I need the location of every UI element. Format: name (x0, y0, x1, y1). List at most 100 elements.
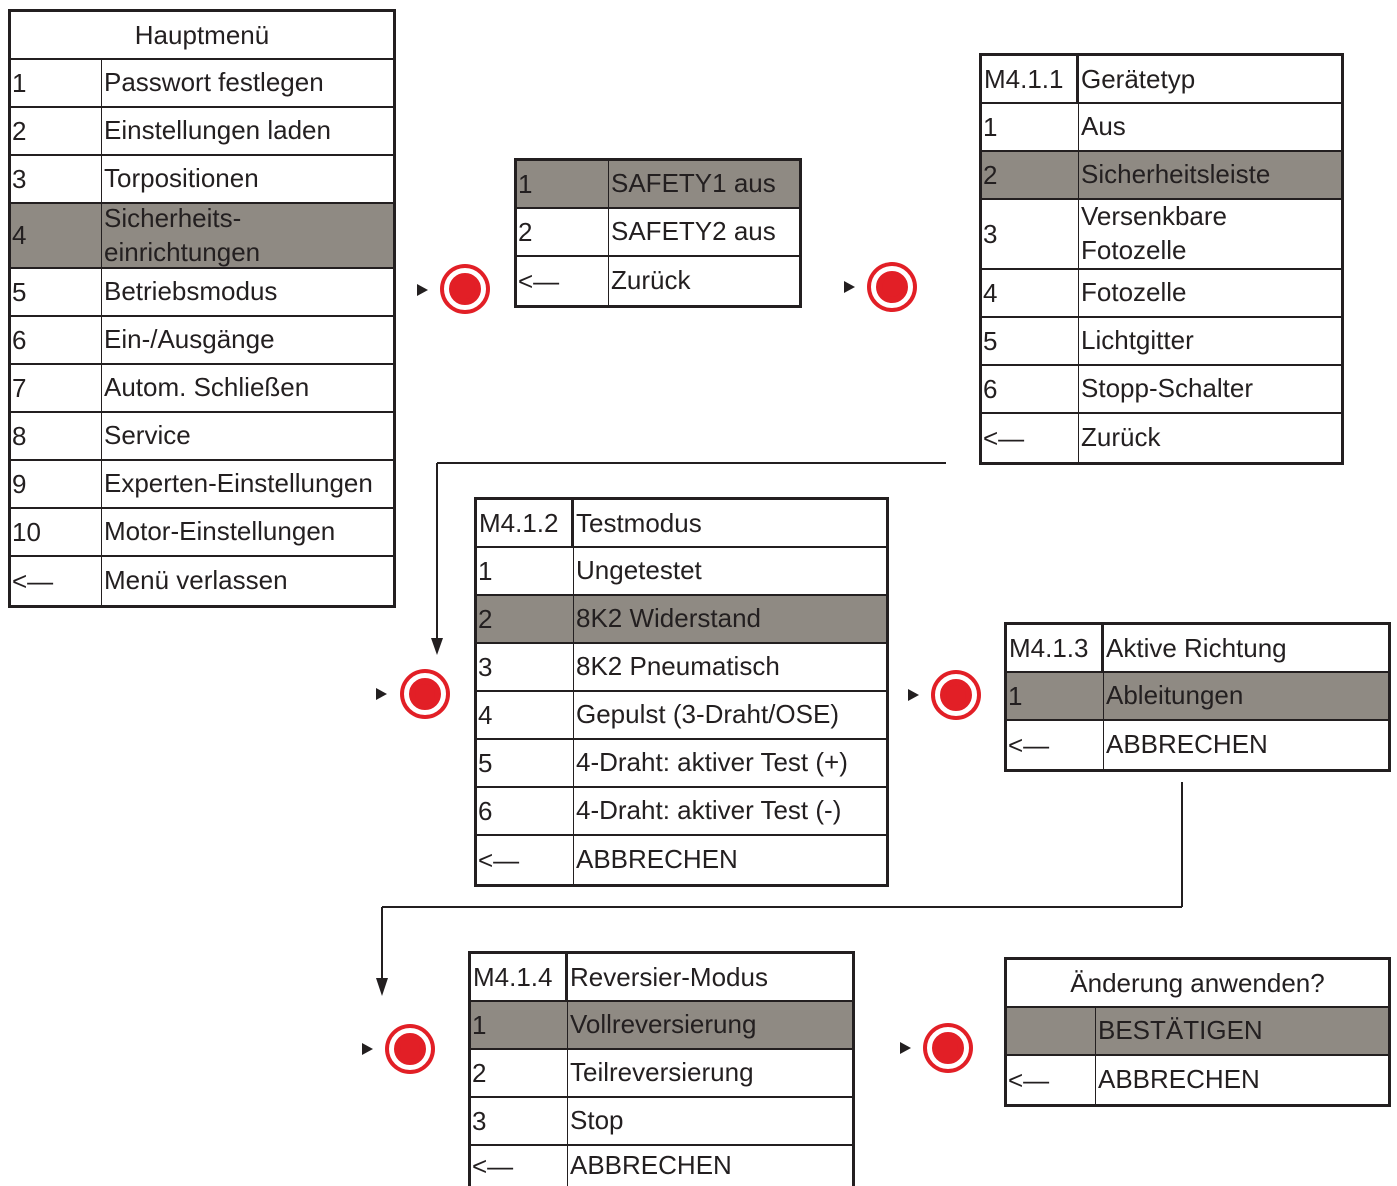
item-label: Lichtgitter (1081, 325, 1194, 356)
item-number: 2 (11, 108, 102, 154)
ok-button-icon[interactable] (389, 1028, 431, 1070)
pointer-triangle-icon (908, 689, 919, 701)
menu-item-back[interactable]: <—Menü verlassen (11, 557, 393, 605)
arrow-down-icon (376, 978, 388, 996)
item-label: Menü verlassen (104, 565, 288, 596)
menu-item-back[interactable]: <—Zurück (517, 257, 799, 305)
ok-button-icon[interactable] (444, 268, 486, 310)
item-label: Versenkbare Fotozelle (1081, 201, 1227, 265)
pointer-triangle-icon (417, 284, 428, 296)
item-label: ABBRECHEN (570, 1150, 732, 1181)
item-number: 1 (477, 548, 574, 594)
item-number: 1 (1007, 673, 1104, 719)
item-label: ABBRECHEN (1106, 729, 1268, 760)
item-label: Einstellungen laden (104, 115, 331, 146)
item-label: Stopp-Schalter (1081, 373, 1253, 404)
item-number: 3 (982, 200, 1079, 268)
item-number: 5 (982, 318, 1079, 364)
pointer-triangle-icon (362, 1043, 373, 1055)
menu-code: M4.1.3 (1007, 625, 1104, 671)
menu-item-back[interactable]: <—ABBRECHEN (471, 1146, 852, 1186)
cancel-button[interactable]: <—ABBRECHEN (1007, 1056, 1388, 1104)
item-number: 1 (11, 60, 102, 106)
item-number: 10 (11, 509, 102, 555)
item-label: Ableitungen (1106, 680, 1244, 711)
item-number: 6 (982, 366, 1079, 412)
menu-title: Gerätetyp (1081, 63, 1196, 94)
ok-button-icon[interactable] (935, 674, 977, 716)
item-number: 5 (11, 269, 102, 315)
item-label: Aus (1081, 111, 1126, 142)
arrow-down-icon (431, 638, 443, 655)
confirm-title: Änderung anwenden? (1007, 960, 1388, 1008)
menu-code: M4.1.2 (477, 500, 574, 546)
item-label: Sicherheits- einrichtungen (104, 202, 261, 267)
item-label: Autom. Schließen (104, 372, 310, 403)
item-label: 8K2 Widerstand (576, 603, 761, 634)
item-label: Sicherheitsleiste (1081, 159, 1271, 190)
ok-button-icon[interactable] (927, 1027, 969, 1069)
main-menu-title: Hauptmenü (11, 12, 393, 60)
item-label: Stop (570, 1105, 624, 1136)
item-label: BESTÄTIGEN (1098, 1015, 1263, 1046)
item-number: 2 (982, 152, 1079, 198)
item-number: <— (11, 557, 102, 605)
item-number: 4 (982, 270, 1079, 316)
confirm-button[interactable]: BESTÄTIGEN (1007, 1008, 1388, 1056)
item-number: 1 (517, 161, 609, 207)
menu-code: M4.1.1 (982, 56, 1079, 102)
ok-button-icon[interactable] (404, 673, 446, 715)
item-number (1007, 1008, 1096, 1054)
item-label: SAFETY1 aus (611, 168, 776, 199)
menu-item-back[interactable]: <—Zurück (982, 414, 1341, 462)
item-label: Zurück (611, 265, 691, 296)
item-label: Teilreversierung (570, 1057, 754, 1088)
item-label: Service (104, 420, 191, 451)
item-label: ABBRECHEN (576, 844, 738, 875)
item-number: 5 (477, 740, 574, 786)
pointer-triangle-icon (376, 688, 387, 700)
item-number: 8 (11, 413, 102, 459)
menu-title: Aktive Richtung (1106, 632, 1287, 663)
item-number: <— (982, 414, 1079, 462)
menu-item-back[interactable]: <—ABBRECHEN (477, 836, 886, 884)
ok-button-icon[interactable] (871, 266, 913, 308)
item-label: Ein-/Ausgänge (104, 324, 275, 355)
menu-code: M4.1.4 (471, 954, 568, 1000)
menu-item-back[interactable]: <—ABBRECHEN (1007, 721, 1388, 769)
